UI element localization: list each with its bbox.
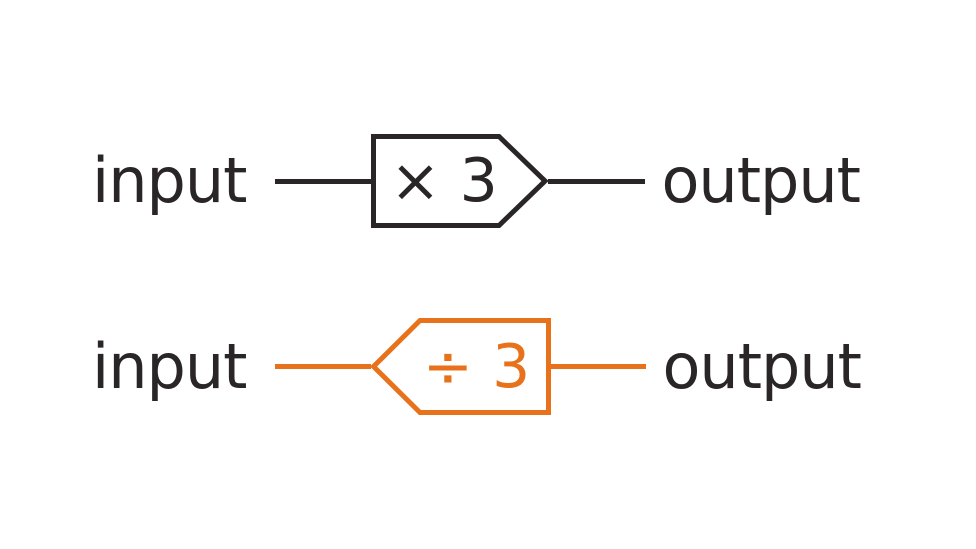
- input-wire: [275, 178, 372, 184]
- machine-row-multiply: input × 3 output: [0, 134, 861, 228]
- machine-row-divide: input ÷ 3 output: [0, 318, 862, 415]
- output-wire: [548, 178, 646, 184]
- operation-label-divide: ÷ 3: [422, 331, 531, 402]
- input-label: input: [92, 144, 247, 217]
- left-pointing-pentagon-shape: [371, 318, 552, 415]
- output-label: output: [661, 144, 860, 217]
- operation-label-multiply: × 3: [390, 146, 498, 216]
- input-wire: [275, 364, 372, 369]
- right-pointing-pentagon-shape: [371, 134, 549, 228]
- input-label: input: [92, 329, 247, 403]
- output-label: output: [662, 329, 861, 403]
- divide-machine-box: ÷ 3: [371, 318, 552, 415]
- multiply-machine-box: × 3: [371, 134, 549, 228]
- output-wire: [551, 364, 647, 369]
